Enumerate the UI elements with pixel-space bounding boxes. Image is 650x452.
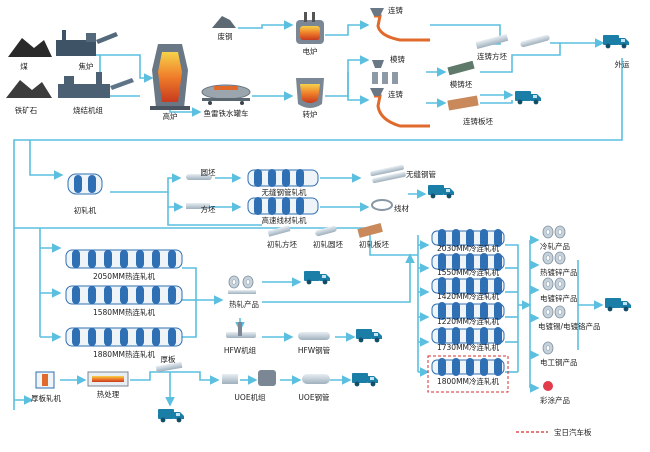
hot-mill-2050-icon (65, 249, 183, 269)
primary-round-label: 初轧圆坯 (313, 240, 343, 249)
wire-truck-icon (428, 185, 454, 199)
auto-sheet-highlight-box (427, 355, 509, 393)
converter-icon (296, 78, 324, 108)
square-billet-label: 方坯 (200, 205, 216, 214)
wire-label: 线材 (394, 204, 409, 213)
hot-products-icon (228, 275, 256, 294)
scrap-label: 废钢 (217, 32, 233, 41)
blooming-mill-icon (67, 173, 103, 195)
seamless-pipe-icon (370, 164, 406, 184)
plate-mill-icon (35, 371, 55, 389)
hot-product-truck-icon (304, 271, 330, 285)
seamless-mill-icon (247, 169, 319, 187)
torpedo-car-icon (201, 84, 251, 105)
torpedo-car-label: 鱼雷铁水罐车 (203, 109, 249, 118)
round-billet-label: 圆坯 (200, 168, 216, 177)
plate-icon (155, 361, 183, 373)
billet-label: 连铸方坯 (477, 52, 507, 61)
hot-products-label: 热轧产品 (229, 300, 259, 309)
plate-mill-label: 厚板轧机 (31, 394, 61, 403)
heat-treat-label: 热处理 (96, 390, 120, 399)
eaf-label: 电炉 (302, 47, 318, 56)
plate-label: 厚板 (160, 355, 176, 364)
seamless-pipe-label: 无缝钢管 (406, 170, 436, 179)
product-coil-icons (542, 225, 566, 391)
product-label-5: 电工钢产品 (540, 358, 578, 367)
hfw-pipe-label: HFW钢管 (297, 346, 331, 355)
legend-label: 宝日汽车板 (554, 428, 592, 437)
hfw-mill-icon (226, 322, 256, 338)
slab-label: 连铸板坯 (463, 117, 493, 126)
uoe-truck-icon (352, 373, 378, 387)
cold-mills-icons (431, 229, 505, 376)
hot-mill-1580-icon (65, 285, 183, 305)
hot-mill-1880-icon (65, 327, 183, 347)
wire-coil-icon (371, 199, 393, 211)
sinter-label: 烧结机组 (73, 106, 103, 115)
coke-oven-icon (56, 30, 118, 56)
uoe-pipe-icon (302, 374, 330, 384)
converter-label: 转炉 (302, 110, 318, 119)
cold-mill-label-5: 1730MM冷连轧机 (436, 343, 500, 352)
export-label: 外运 (614, 60, 630, 69)
hot-mill-1580-label: 1580MM热连轧机 (92, 308, 156, 317)
scrap-pile-icon (212, 16, 236, 28)
product-label-3: 电镀锌产品 (540, 294, 578, 303)
iron-ore-label: 铁矿石 (14, 106, 38, 115)
continuous-caster-1-icon (370, 8, 430, 42)
product-label-6: 彩涂产品 (540, 396, 570, 405)
slab-truck-icon (515, 91, 541, 105)
hfw-pipe-icon (298, 332, 330, 340)
blast-furnace-icon (150, 44, 190, 110)
heat-treatment-icon (87, 371, 129, 387)
coal-label: 煤 (20, 62, 28, 71)
ingot-casting-icon (372, 60, 398, 84)
cold-mill-label-2: 1550MM冷连轧机 (436, 268, 500, 277)
primary-square-label: 初轧方坯 (267, 240, 297, 249)
export-truck-icon (603, 35, 629, 49)
cold-mill-label-1: 2030MM冷连轧机 (436, 244, 500, 253)
primary-slab-label: 初轧板坯 (359, 240, 389, 249)
eaf-icon (296, 12, 324, 44)
uoe-mill-label: UOE机组 (234, 393, 266, 402)
hot-mill-1880-label: 1880MM热连轧机 (92, 350, 156, 359)
cc1-label: 连铸 (388, 6, 403, 15)
wire-mill-icon (247, 197, 319, 215)
continuous-caster-2-icon (370, 88, 430, 128)
round-billet-icon (186, 174, 212, 180)
cold-mill-label-3: 1420MM冷连轧机 (436, 292, 500, 301)
hfw-truck-icon (356, 329, 382, 343)
primary-product-icons (267, 223, 383, 238)
sinter-plant-icon (58, 72, 134, 98)
hot-mill-2050-label: 2050MM热连轧机 (92, 272, 156, 281)
cold-mill-label-6: 1800MM冷连轧机 (436, 377, 500, 386)
flow-lines (13, 20, 623, 410)
blooming-label: 初轧机 (73, 206, 97, 215)
iron-ore-pile-icon (6, 80, 52, 98)
blast-furnace-label: 高炉 (162, 112, 178, 121)
product-label-2: 热镀锌产品 (540, 268, 578, 277)
cc3-label: 连铸 (388, 90, 403, 99)
billet-icon (475, 33, 550, 50)
square-billet-icon (186, 203, 210, 209)
product-label-4: 电镀锡/电镀铬产品 (538, 322, 601, 331)
uoe-mill-icon (222, 370, 276, 386)
ingot-icon (447, 60, 475, 76)
uoe-pipe-label: UOE钢管 (298, 393, 330, 402)
cold-mill-label-4: 1220MM冷连轧机 (436, 317, 500, 326)
wire-mill-label: 高速线材轧机 (261, 216, 307, 225)
seamless-mill-label: 无缝钢管轧机 (261, 188, 307, 197)
coal-pile-icon (8, 38, 52, 57)
plate-truck-icon (158, 409, 184, 423)
slab-icon (447, 95, 479, 111)
coke-oven-label: 焦炉 (78, 62, 94, 71)
cc2-label: 模铸 (390, 55, 405, 64)
product-label-1: 冷轧产品 (540, 242, 570, 251)
hfw-mill-label: HFW机组 (223, 346, 257, 355)
ingot-label: 模铸坯 (449, 80, 473, 89)
cold-product-truck-icon (605, 298, 631, 312)
